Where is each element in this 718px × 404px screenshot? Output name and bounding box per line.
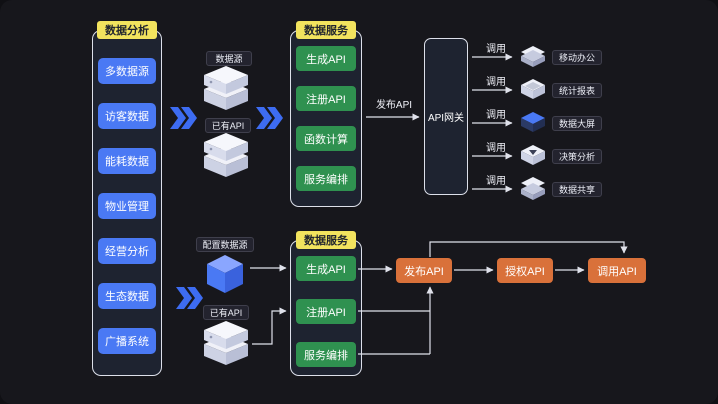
server-icon bbox=[204, 66, 248, 110]
analysis-node-multi-source: 多数据源 bbox=[98, 58, 156, 84]
existing-api-chip-bottom: 已有API bbox=[203, 305, 249, 320]
consumer-chip-mobile-office: 移动办公 bbox=[552, 50, 602, 65]
flow-chevron-arrow-icon bbox=[176, 287, 203, 309]
call-arrow-label: 调用 bbox=[486, 110, 506, 121]
report-icon bbox=[521, 79, 545, 99]
service-node-orchestration-bottom: 服务编排 bbox=[296, 342, 356, 367]
service-node-generate-api-bottom: 生成API bbox=[296, 256, 356, 281]
data-service-title-badge-bottom: 数据服务 bbox=[296, 231, 356, 249]
data-service-title-badge-top: 数据服务 bbox=[296, 21, 356, 39]
analysis-node-eco-data: 生态数据 bbox=[98, 283, 156, 309]
dashboard-icon bbox=[521, 112, 545, 132]
mobile-office-icon bbox=[521, 46, 545, 67]
server-icon bbox=[204, 133, 248, 177]
flow-node-authorize-api: 授权API bbox=[497, 258, 553, 283]
service-node-register-api-bottom: 注册API bbox=[296, 299, 356, 324]
publish-api-arrow-label: 发布API bbox=[375, 100, 413, 111]
call-arrow-label: 调用 bbox=[486, 143, 506, 154]
analysis-node-property-mgmt: 物业管理 bbox=[98, 193, 156, 219]
analysis-node-broadcast: 广播系统 bbox=[98, 328, 156, 354]
consumer-chip-decision: 决策分析 bbox=[552, 149, 602, 164]
data-analysis-title-badge: 数据分析 bbox=[97, 21, 157, 39]
analysis-node-visitor-data: 访客数据 bbox=[98, 103, 156, 129]
configure-datasource-chip: 配置数据源 bbox=[196, 237, 254, 252]
flow-chevron-arrow-icon bbox=[170, 107, 197, 129]
flow-node-publish-api: 发布API bbox=[396, 258, 452, 283]
service-node-generate-api: 生成API bbox=[296, 46, 356, 71]
decision-icon bbox=[521, 145, 545, 165]
call-arrow-label: 调用 bbox=[486, 77, 506, 88]
call-arrow-label: 调用 bbox=[486, 176, 506, 187]
cube-icon bbox=[207, 255, 243, 293]
service-node-orchestration: 服务编排 bbox=[296, 166, 356, 191]
service-node-register-api: 注册API bbox=[296, 86, 356, 111]
consumer-chip-share: 数据共享 bbox=[552, 182, 602, 197]
analysis-node-energy-data: 能耗数据 bbox=[98, 148, 156, 174]
call-arrow-label: 调用 bbox=[486, 44, 506, 55]
consumer-chip-dashboard: 数据大屏 bbox=[552, 116, 602, 131]
existing-api-chip: 已有API bbox=[205, 118, 251, 133]
share-icon bbox=[521, 177, 545, 200]
datasource-chip: 数据源 bbox=[206, 51, 252, 66]
api-gateway-node: API网关 bbox=[424, 38, 468, 195]
flow-chevron-arrow-icon bbox=[256, 107, 283, 129]
consumer-chip-report: 统计报表 bbox=[552, 83, 602, 98]
flow-node-call-api: 调用API bbox=[588, 258, 646, 283]
server-icon bbox=[204, 321, 248, 365]
service-node-function-compute: 函数计算 bbox=[296, 126, 356, 151]
analysis-node-business: 经营分析 bbox=[98, 238, 156, 264]
